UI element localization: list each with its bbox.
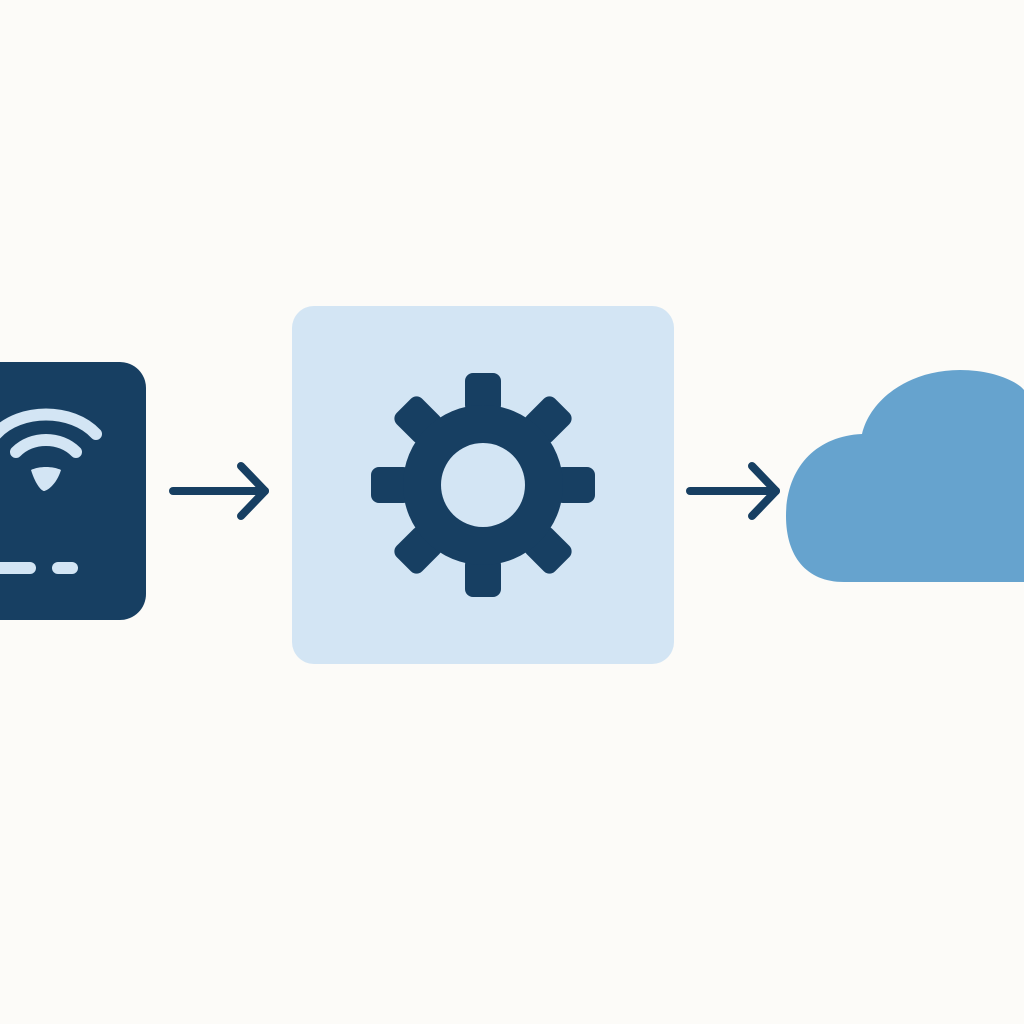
cloud-node xyxy=(782,362,1024,588)
arrow-right-icon xyxy=(165,458,281,524)
device-node xyxy=(0,362,146,620)
cloud-icon xyxy=(786,370,1024,582)
gear-icon xyxy=(368,370,598,600)
arrow-right-icon xyxy=(684,458,788,524)
processor-node xyxy=(292,306,674,664)
wifi-device-icon xyxy=(0,362,146,620)
